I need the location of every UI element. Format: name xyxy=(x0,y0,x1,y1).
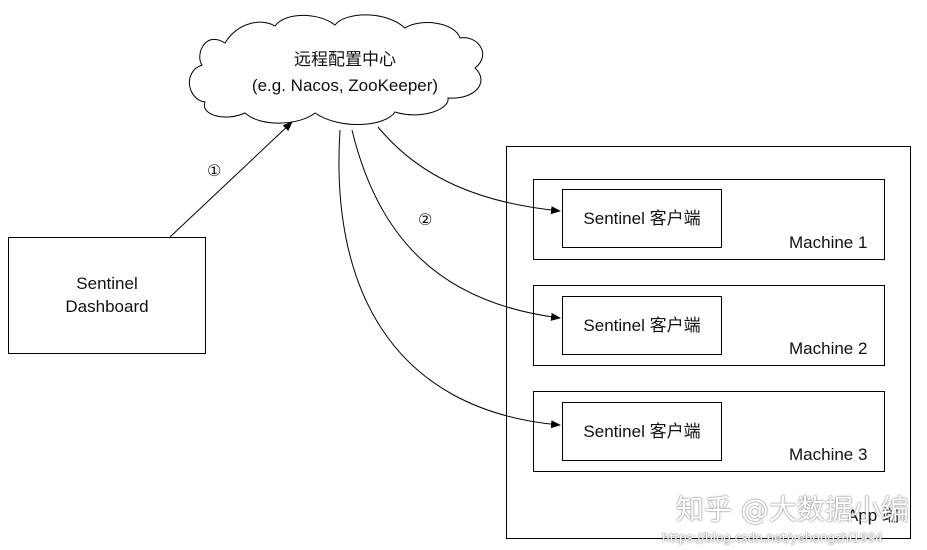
app-label: App 端 xyxy=(847,506,899,525)
client-box-1 xyxy=(562,189,722,248)
listen-arrow-1 xyxy=(377,126,561,215)
config-center-cloud xyxy=(188,14,484,125)
client-box-3 xyxy=(562,402,722,461)
machine-label-1: Machine 1 xyxy=(789,233,868,252)
listen-arrow-2 xyxy=(351,129,561,321)
watermark-url: https://blog.csdn.net/yehongzhi1994 xyxy=(662,531,883,545)
dashboard-subtitle: Dashboard xyxy=(65,297,149,316)
config-center-subtitle: (e.g. Nacos, ZooKeeper) xyxy=(251,76,439,95)
client-label-3: Sentinel 客户端 xyxy=(583,422,701,441)
listen-arrow-3 xyxy=(338,129,561,429)
watermark-main: 知乎 @大数据小编 xyxy=(676,493,909,526)
step-1-marker: ① xyxy=(207,163,222,180)
machine-label-3: Machine 3 xyxy=(789,445,868,464)
machine-label-2: Machine 2 xyxy=(789,339,868,358)
client-box-2 xyxy=(562,296,722,355)
config-center-title: 远程配置中心 xyxy=(294,50,396,69)
dashboard-title: Sentinel xyxy=(76,274,138,293)
dashboard-box xyxy=(8,237,206,354)
client-label-1: Sentinel 客户端 xyxy=(583,209,701,228)
client-label-2: Sentinel 客户端 xyxy=(583,316,701,335)
step-2-marker: ② xyxy=(418,212,433,229)
push-arrow xyxy=(169,121,293,238)
